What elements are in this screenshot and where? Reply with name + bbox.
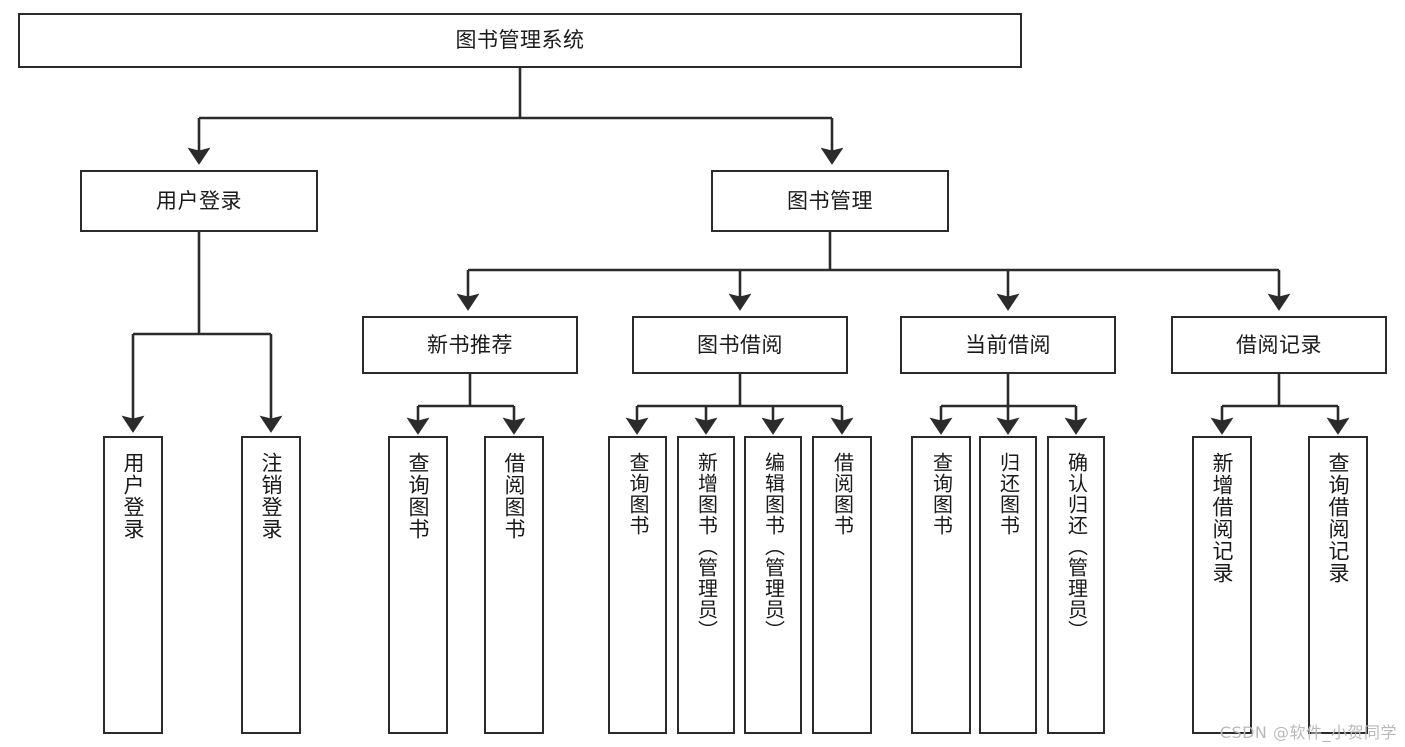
leaf-user-login[interactable]: 用户登录 [103,436,163,734]
node-current-borrow[interactable]: 当前借阅 [900,316,1116,374]
leaf-borrow-book[interactable]: 借阅图书 [812,436,872,734]
leaf-return-book[interactable]: 归还图书 [979,436,1037,734]
leaf-borrow-book-recommend[interactable]: 借阅图书 [484,436,544,734]
leaf-user-login-label: 用户登录 [121,452,146,540]
leaf-query-borrow-record-label: 查询借阅记录 [1326,452,1351,584]
node-book-borrow[interactable]: 图书借阅 [632,316,848,374]
leaf-logout[interactable]: 注销登录 [241,436,301,734]
node-borrow-record[interactable]: 借阅记录 [1171,316,1387,374]
leaf-edit-book-admin[interactable]: 编辑图书（管理员） [744,436,802,734]
node-book-borrow-label: 图书借阅 [697,332,783,357]
leaf-query-book-current[interactable]: 查询图书 [911,436,971,734]
leaf-borrow-book-recommend-label: 借阅图书 [502,452,527,540]
leaf-query-book-current-label: 查询图书 [929,452,954,536]
leaf-return-book-label: 归还图书 [996,452,1021,536]
leaf-query-book-recommend[interactable]: 查询图书 [388,436,448,734]
leaf-add-book-admin[interactable]: 新增图书（管理员） [677,436,735,734]
leaf-edit-book-admin-label: 编辑图书（管理员） [761,452,786,641]
leaf-query-book-borrow-label: 查询图书 [626,452,650,536]
leaf-confirm-return-admin[interactable]: 确认归还（管理员） [1047,436,1105,734]
node-user-login-label: 用户登录 [156,188,242,213]
leaf-logout-label: 注销登录 [259,452,284,540]
node-book-management[interactable]: 图书管理 [711,170,949,232]
leaf-query-book-recommend-label: 查询图书 [406,452,431,540]
node-new-book-recommend-label: 新书推荐 [427,332,513,357]
node-borrow-record-label: 借阅记录 [1236,332,1322,357]
node-book-management-label: 图书管理 [787,188,873,213]
leaf-add-borrow-record-label: 新增借阅记录 [1210,452,1235,584]
leaf-query-book-borrow[interactable]: 查询图书 [608,436,667,734]
node-user-login[interactable]: 用户登录 [80,170,318,232]
leaf-query-borrow-record[interactable]: 查询借阅记录 [1308,436,1368,734]
node-root[interactable]: 图书管理系统 [18,13,1022,68]
leaf-borrow-book-label: 借阅图书 [830,452,855,536]
leaf-add-borrow-record[interactable]: 新增借阅记录 [1192,436,1252,734]
node-new-book-recommend[interactable]: 新书推荐 [362,316,578,374]
csdn-watermark: CSDN @软件_小贺同学 [1219,723,1397,742]
leaf-add-book-admin-label: 新增图书（管理员） [694,452,719,641]
node-current-borrow-label: 当前借阅 [965,332,1051,357]
leaf-confirm-return-admin-label: 确认归还（管理员） [1064,452,1089,641]
node-root-label: 图书管理系统 [455,28,585,53]
